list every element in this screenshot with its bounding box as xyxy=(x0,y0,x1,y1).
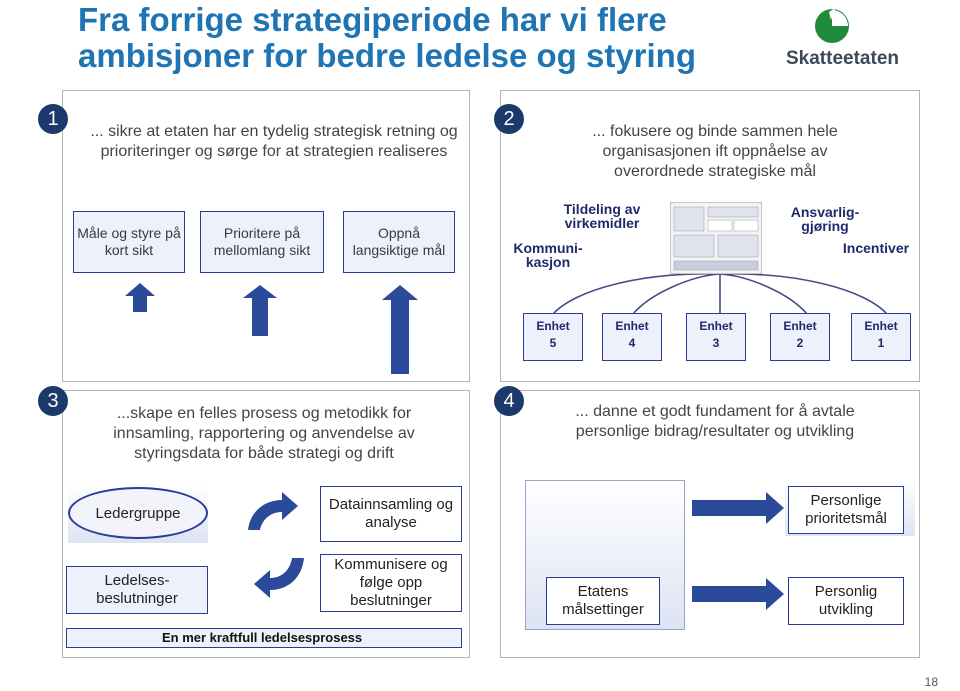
unit-name: Enhet xyxy=(864,319,898,333)
box-datainnsamling: Datainnsamling og analyse xyxy=(320,486,462,542)
unit-box: Enhet 1 xyxy=(851,313,911,361)
unit-name: Enhet xyxy=(699,319,733,333)
ledelsesprosess-banner xyxy=(66,628,462,648)
label-kommunikasjon: Kommuni-kasjon xyxy=(513,240,583,270)
medium-up-arrow-icon xyxy=(243,285,277,336)
quadrant-1 xyxy=(62,90,470,382)
quadrant-2-badge: 2 xyxy=(494,104,524,134)
quadrant-4 xyxy=(500,390,920,658)
box-ledelsesbeslutninger: Ledelses-beslutninger xyxy=(66,566,208,614)
unit-box: Enhet 4 xyxy=(602,313,662,361)
unit-name: Enhet xyxy=(536,319,570,333)
quadrant-4-badge: 4 xyxy=(494,386,524,416)
box-male-og-styre: Måle og styre på kort sikt xyxy=(73,211,185,273)
label-incentiver: Incentiver xyxy=(842,240,910,256)
unit-name: Enhet xyxy=(783,319,817,333)
label-tildeling: Tildeling av virkemidler xyxy=(563,201,641,231)
unit-number: 1 xyxy=(877,336,885,350)
box-personlige-prioritetsmal: Personlige prioritetsmål xyxy=(788,486,904,534)
large-up-arrow-icon xyxy=(382,285,418,374)
quadrant-4-text: ... danne et godt fundament for å avtale… xyxy=(575,403,855,440)
slide-title: Fra forrige strategiperiode har vi flere… xyxy=(78,1,696,74)
skatteetaten-logo-icon xyxy=(815,8,849,43)
label-ansvarlig: Ansvarlig-gjøring xyxy=(790,204,860,234)
ledergruppe-label: Ledergruppe xyxy=(95,504,181,522)
logo-text: Skatteetaten xyxy=(786,48,899,69)
box-etatens-malsettinger: Etatens målsettinger xyxy=(546,577,660,625)
quadrant-2-text: ... fokusere og binde sammen hele organi… xyxy=(592,123,838,180)
unit-number: 4 xyxy=(628,336,636,350)
quadrant-3 xyxy=(62,390,470,658)
quadrant-1-badge: 1 xyxy=(38,104,68,134)
unit-number: 3 xyxy=(712,336,720,350)
unit-box: Enhet 3 xyxy=(686,313,746,361)
small-up-arrow-icon xyxy=(125,283,155,312)
quadrant-3-text: ...skape en felles prosess og metodikk f… xyxy=(113,405,415,462)
cycle-arrows-icon xyxy=(248,492,304,598)
box-kommunisere: Kommunisere og følge opp beslutninger xyxy=(320,554,462,612)
quadrant-3-badge: 3 xyxy=(38,386,68,416)
box-oppna: Oppnå langsiktige mål xyxy=(343,211,455,273)
quadrant-1-text: ... sikre at etaten har en tydelig strat… xyxy=(90,123,458,160)
quadrant-2 xyxy=(500,90,920,382)
unit-name: Enhet xyxy=(615,319,649,333)
box-personlig-utvikling: Personlig utvikling xyxy=(788,577,904,625)
unit-number: 5 xyxy=(549,336,557,350)
unit-box: Enhet 5 xyxy=(523,313,583,361)
ledergruppe-ellipse: Ledergruppe xyxy=(68,487,208,539)
right-arrow-top-icon xyxy=(692,492,784,524)
box-prioritere: Prioritere på mellomlang sikt xyxy=(200,211,324,273)
unit-box: Enhet 2 xyxy=(770,313,830,361)
unit-number: 2 xyxy=(796,336,804,350)
ledelsesprosess-label: En mer kraftfull ledelsesprosess xyxy=(162,630,363,645)
page-number: 18 xyxy=(924,675,938,689)
right-arrows xyxy=(692,492,784,610)
right-arrow-bottom-icon xyxy=(692,578,784,610)
up-arrows xyxy=(125,283,418,374)
strategy-map-thumbnail xyxy=(670,202,762,274)
